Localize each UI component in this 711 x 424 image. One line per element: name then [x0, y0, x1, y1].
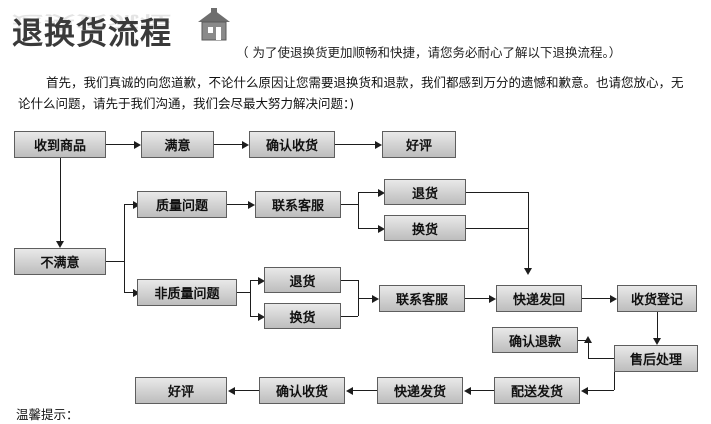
edge-register-aftersale [657, 312, 658, 340]
arrowhead-to-confirm2 [346, 387, 353, 395]
footer-note: 温馨提示： [16, 407, 79, 422]
edge-bus-return2 [250, 280, 260, 281]
node-confirm-receipt-2[interactable]: 确认收货 [259, 377, 345, 404]
edge-exchange2-merge [341, 316, 358, 317]
arrowhead-to-shipout [464, 387, 471, 395]
node-ship-out[interactable]: 快递发货 [377, 377, 463, 404]
edge-contact2-shipback [465, 298, 491, 299]
arrowhead-to-contact1 [248, 201, 255, 209]
edge-contact1-bus [341, 204, 358, 205]
arrowhead-to-contact2 [372, 295, 379, 303]
arrowhead-to-confirm1 [242, 141, 249, 149]
arrowhead-to-return2 [258, 277, 265, 285]
edge-bus-return1 [358, 192, 380, 193]
arrowhead-to-dispatch [581, 387, 588, 395]
arrowhead-to-register [610, 295, 617, 303]
arrowhead-to-quality [133, 201, 140, 209]
edge-exchange1-shipback [466, 228, 528, 229]
arrowhead-to-goodreview1 [375, 141, 382, 149]
house-icon [196, 8, 232, 42]
edge-return2-merge [341, 280, 358, 281]
node-confirm-refund[interactable]: 确认退款 [492, 327, 578, 353]
node-contact-service-2[interactable]: 联系客服 [379, 285, 465, 312]
arrowhead-to-exchange1 [378, 225, 385, 233]
node-aftersale-process[interactable]: 售后处理 [614, 345, 698, 372]
edge-bus-nonquality [124, 292, 136, 293]
arrowhead-to-return1 [378, 189, 385, 197]
node-unsatisfied[interactable]: 不满意 [14, 248, 106, 275]
arrowhead-to-nonquality [133, 289, 140, 297]
node-good-review-2[interactable]: 好评 [135, 377, 227, 404]
edge-unsatisfied-bus [106, 261, 124, 262]
edge-shipback-register [582, 298, 612, 299]
edge-aftersale-confirmrefund [588, 358, 614, 359]
intro-paragraph: 首先，我们真诚的向您道歉，不论什么原因让您需要退换货和退款，我们都感到万分的遗憾… [18, 75, 684, 111]
node-return-1[interactable]: 退货 [384, 179, 466, 205]
edge-bus-exchange1 [358, 228, 380, 229]
node-contact-service-1[interactable]: 联系客服 [255, 191, 341, 218]
node-satisfied[interactable]: 满意 [141, 131, 214, 158]
edge-nonquality-bus [237, 292, 250, 293]
edge-shipback-vertical [528, 192, 529, 270]
edge-bus-quality [124, 204, 136, 205]
node-received[interactable]: 收到商品 [14, 131, 106, 158]
edge-bus-exchange2 [250, 316, 260, 317]
edge-unsatisfied-bus-vertical [124, 204, 125, 292]
edge-confirm1-goodreview1 [335, 144, 377, 145]
node-return-2[interactable]: 退货 [264, 267, 341, 293]
arrowhead-to-shipback [489, 295, 496, 303]
edge-merge-contact2 [358, 298, 374, 299]
edge-aftersale-dispatch [588, 390, 614, 391]
edge-aftersale-down [614, 372, 615, 390]
node-receive-register[interactable]: 收货登记 [617, 285, 697, 312]
edge-confirmrefund-link [578, 340, 588, 341]
edge-confirmrefund-vertical [588, 340, 589, 359]
edge-contact1-bus-vertical [358, 192, 359, 229]
arrowhead-to-aftersale [653, 338, 661, 345]
node-exchange-1[interactable]: 换货 [384, 215, 466, 241]
edge-satisfied-confirm1 [214, 144, 244, 145]
edge-received-unsatisfied [60, 158, 61, 243]
arrowhead-to-exchange2 [258, 313, 265, 321]
edge-confirm2-goodreview2 [230, 390, 259, 391]
header-subtitle: （ 为了使退换货更加顺畅和快捷，请您务必耐心了解以下退换流程。） [236, 45, 622, 60]
node-dispatch-shipping[interactable]: 配送发货 [494, 377, 580, 404]
edge-quality-contact1 [227, 204, 250, 205]
node-ship-back[interactable]: 快递发回 [496, 285, 582, 312]
page-title: 退换货流程 [12, 16, 172, 52]
node-confirm-receipt-1[interactable]: 确认收货 [249, 131, 335, 158]
node-quality-issue[interactable]: 质量问题 [137, 191, 227, 218]
arrowhead-to-goodreview2 [228, 387, 235, 395]
arrowhead-to-shipback-top [524, 268, 532, 275]
edge-return1-shipback [466, 192, 528, 193]
node-nonquality-issue[interactable]: 非质量问题 [137, 279, 237, 306]
edge-shipout-confirm2 [348, 390, 377, 391]
edge-dispatch-shipout [466, 390, 494, 391]
edge-nonquality-bus-vertical [250, 280, 251, 317]
node-good-review-1[interactable]: 好评 [382, 131, 456, 158]
edge-received-satisfied [106, 144, 136, 145]
arrowhead-to-unsatisfied [56, 241, 64, 248]
arrowhead-to-satisfied [134, 141, 141, 149]
node-exchange-2[interactable]: 换货 [264, 303, 341, 329]
